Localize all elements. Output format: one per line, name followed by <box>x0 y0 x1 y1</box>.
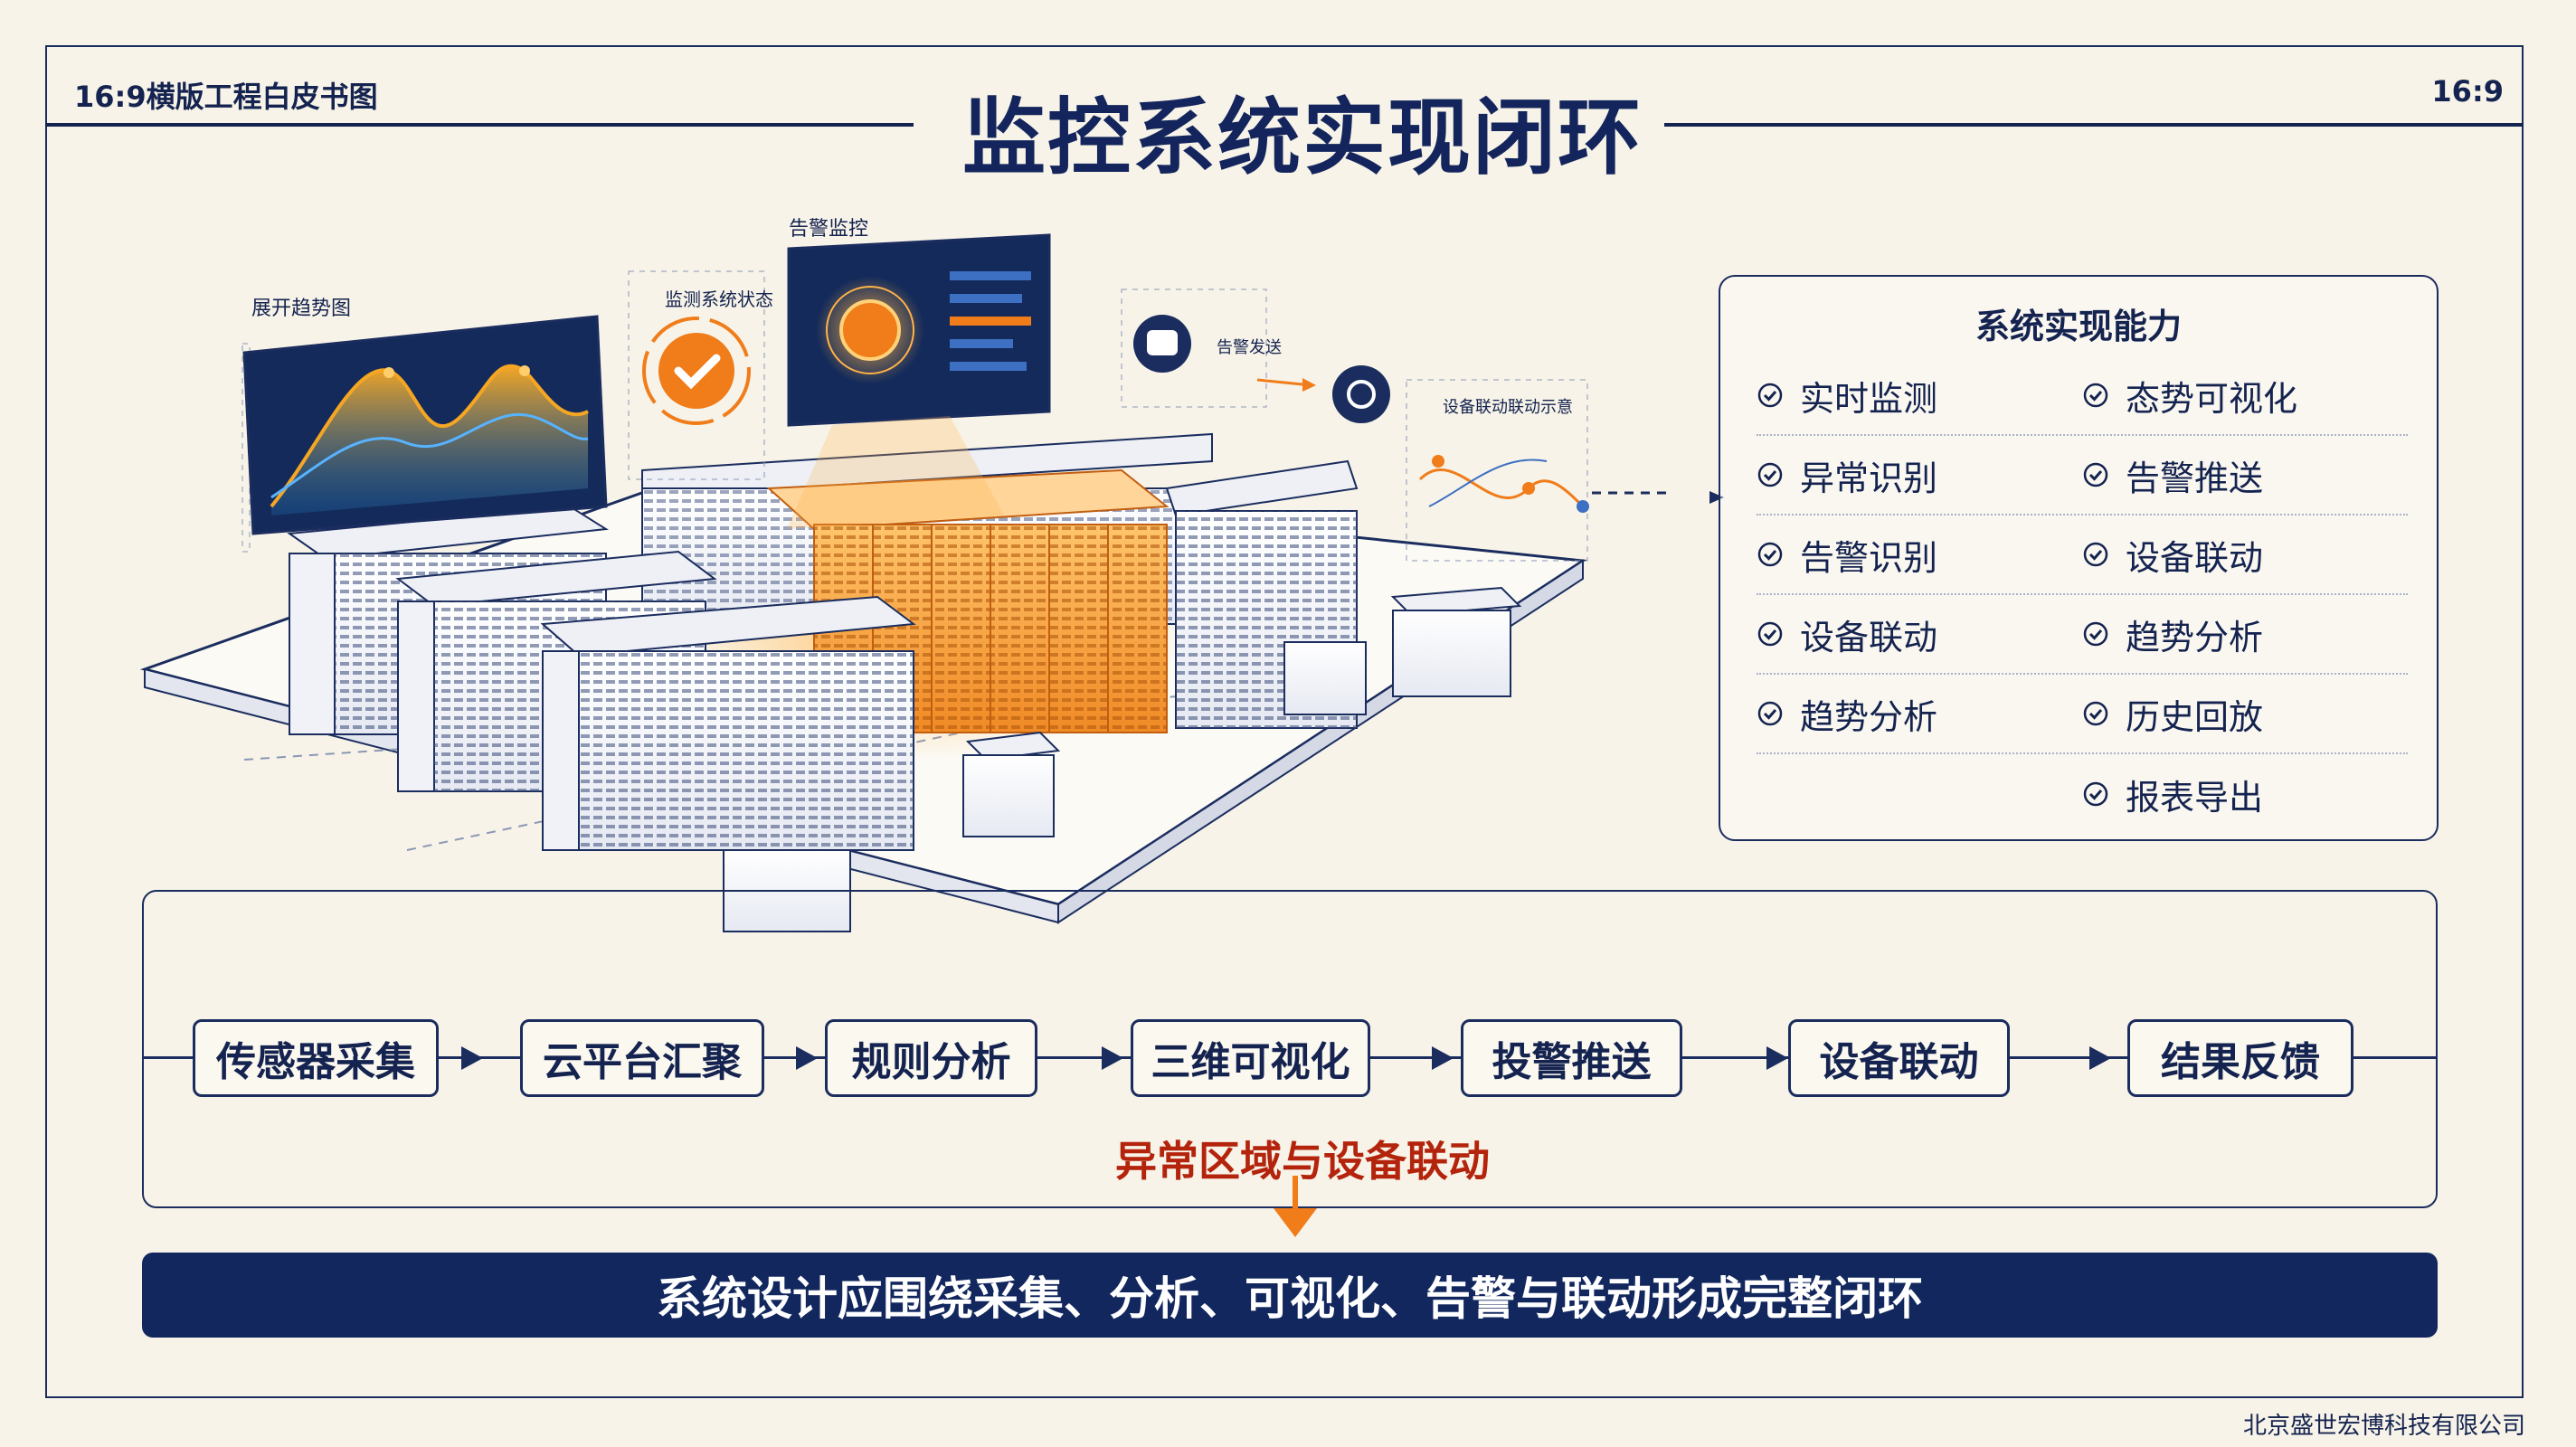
capability-item: 趋势分析 <box>1757 689 2082 739</box>
check-circle-icon <box>2083 781 2108 807</box>
capability-label: 设备联动 <box>1800 617 1938 657</box>
capability-item: 报表导出 <box>2082 770 2408 819</box>
summary-banner: 系统设计应围绕采集、分析、可视化、告警与联动形成完整闭环 <box>142 1253 2438 1338</box>
flow-step-alert-push: 投警推送 <box>1461 1019 1682 1097</box>
capability-item: 趋势分析 <box>2082 610 2408 659</box>
check-circle-icon <box>2083 621 2108 647</box>
check-circle-icon <box>1757 542 1783 567</box>
arrow-down-icon <box>1274 1208 1317 1237</box>
flow-step-device-linkage: 设备联动 <box>1788 1019 2010 1097</box>
status-check-title: 监测系统状态 <box>665 288 773 310</box>
flow-step-3d-visualization: 三维可视化 <box>1131 1019 1370 1097</box>
capabilities-panel: 系统实现能力 实时监测 态势可视化 异常识别 告警推送 <box>1719 275 2439 841</box>
capability-label: 报表导出 <box>2126 777 2264 818</box>
arrow-right-icon <box>1766 1046 1788 1070</box>
check-circle-icon <box>2083 383 2108 408</box>
check-circle-icon <box>2083 701 2108 726</box>
capability-label: 设备联动 <box>2126 537 2264 578</box>
page-frame <box>45 45 2524 1398</box>
capability-row: 异常识别 告警推送 <box>1757 436 2408 515</box>
check-circle-icon <box>1757 462 1783 487</box>
trend-chart-panel <box>242 315 608 553</box>
capability-row: 实时监测 态势可视化 <box>1757 356 2408 436</box>
capability-label: 告警推送 <box>2126 458 2264 498</box>
capability-item: 告警识别 <box>1757 530 2082 580</box>
arrow-right-icon <box>2089 1046 2111 1070</box>
capability-row: 趋势分析 历史回放 <box>1757 675 2408 754</box>
arrow-right-icon <box>1432 1046 1454 1070</box>
capability-connector <box>1709 491 1724 504</box>
alert-flow-label: 告警发送 <box>1217 338 1282 357</box>
capability-item: 设备联动 <box>2082 530 2408 580</box>
trend-chart-title: 展开趋势图 <box>251 298 351 320</box>
capability-label: 历史回放 <box>2126 696 2264 737</box>
linkage-map-panel <box>1406 379 1673 562</box>
arrow-right-icon <box>1102 1046 1123 1070</box>
flow-step-sensor-collection: 传感器采集 <box>193 1019 439 1097</box>
status-check-panel <box>628 270 765 480</box>
rack-row-front <box>540 595 916 851</box>
alert-dashboard-panel <box>787 233 1051 529</box>
check-circle-icon <box>1757 383 1783 408</box>
equipment-unit-ac <box>1390 586 1522 697</box>
flow-step-result-feedback: 结果反馈 <box>2127 1019 2353 1097</box>
capability-label: 告警识别 <box>1800 537 1938 578</box>
capability-item: 实时监测 <box>1757 371 2082 421</box>
flow-step-cloud-aggregation: 云平台汇聚 <box>520 1019 764 1097</box>
anomaly-linkage-label: 异常区域与设备联动 <box>1115 1137 1490 1186</box>
capability-row: 设备联动 趋势分析 <box>1757 595 2408 675</box>
capability-item: 异常识别 <box>1757 450 2082 500</box>
flow-step-rule-analysis: 规则分析 <box>825 1019 1037 1097</box>
capability-item: 态势可视化 <box>2082 371 2408 421</box>
capability-label: 实时监测 <box>1800 378 1938 419</box>
datacenter-illustration: 展开趋势图 监测系统状态 告警监控 告警发送 <box>139 218 1673 932</box>
down-arrow-stem <box>1293 1176 1298 1212</box>
capability-item: 告警推送 <box>2082 450 2408 500</box>
alert-flow-panel <box>1121 288 1390 423</box>
capability-label: 趋势分析 <box>1800 696 1938 737</box>
check-circle-icon <box>2083 542 2108 567</box>
capability-label: 趋势分析 <box>2126 617 2264 657</box>
trend-area <box>271 365 588 515</box>
capabilities-grid: 实时监测 态势可视化 异常识别 告警推送 告警识别 <box>1757 356 2408 834</box>
capability-item: 设备联动 <box>1757 610 2082 659</box>
capability-label: 态势可视化 <box>2126 378 2298 419</box>
check-circle-icon <box>1757 701 1783 726</box>
arrow-right-icon <box>796 1046 818 1070</box>
format-label: 16:9横版工程白皮书图 <box>74 80 378 114</box>
capability-row: 告警识别 设备联动 <box>1757 515 2408 595</box>
equipment-unit-small <box>1283 641 1367 715</box>
equipment-unit-ups <box>962 731 1061 837</box>
title-rule-left <box>45 123 914 127</box>
process-flow-frame <box>142 890 2438 1208</box>
alert-dashboard-title: 告警监控 <box>789 218 868 241</box>
linkage-map-title: 设备联动联动示意 <box>1443 398 1573 417</box>
summary-banner-text: 系统设计应围绕采集、分析、可视化、告警与联动形成完整闭环 <box>657 1272 1923 1325</box>
arrow-right-icon <box>461 1046 483 1070</box>
capabilities-title: 系统实现能力 <box>1975 307 2182 346</box>
capability-row: 报表导出 <box>1757 754 2408 834</box>
capability-label: 异常识别 <box>1800 458 1938 498</box>
check-circle-icon <box>2083 462 2108 487</box>
check-circle-icon <box>1757 621 1783 647</box>
title-rule-right <box>1664 123 2524 127</box>
company-name: 北京盛世宏博科技有限公司 <box>2242 1413 2525 1440</box>
ratio-label: 16:9 <box>2431 74 2504 109</box>
page-title: 监控系统实现闭环 <box>961 90 1643 186</box>
capability-item: 历史回放 <box>2082 689 2408 739</box>
